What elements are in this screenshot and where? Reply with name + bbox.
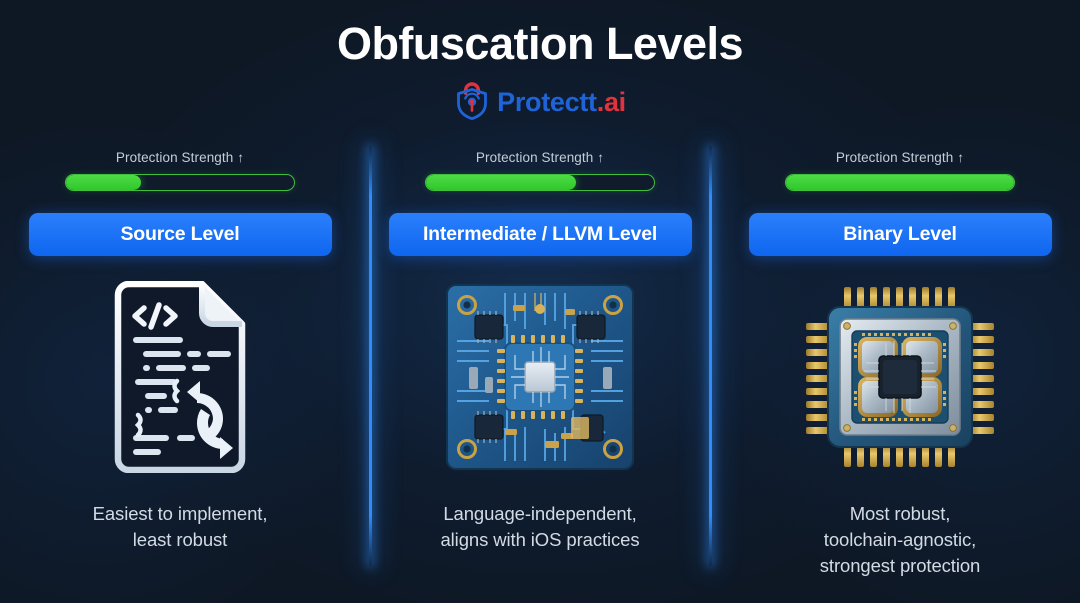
illustration-intermediate xyxy=(445,283,635,475)
caption-line: Easiest to implement, xyxy=(92,503,268,524)
brand-logo: Protectt.ai xyxy=(0,80,1080,125)
level-button-source[interactable]: Source Level xyxy=(28,213,332,256)
caption-binary: Most robust, toolchain-agnostic, stronge… xyxy=(819,501,981,579)
protectt-shield-lock-icon xyxy=(454,80,490,125)
strength-label: Protection Strength ↑ xyxy=(115,150,245,165)
brand-name-suffix: .ai xyxy=(596,87,626,118)
strength-label: Protection Strength ↑ xyxy=(835,150,965,165)
caption-line: toolchain-agnostic, xyxy=(823,528,977,550)
level-column-binary: Protection Strength ↑ Binary Level xyxy=(720,150,1080,590)
caption-source: Easiest to implement, least robust xyxy=(93,501,268,553)
level-column-intermediate: Protection Strength ↑ Intermediate / LLV… xyxy=(360,150,720,590)
illustration-source xyxy=(105,280,255,478)
caption-line: strongest protection xyxy=(819,554,981,576)
caption-line: Language-independent, xyxy=(443,503,637,524)
caption-intermediate: Language-independent, aligns with iOS pr… xyxy=(440,501,639,553)
caption-line: aligns with iOS practices xyxy=(440,528,640,550)
brand-name: Protectt.ai xyxy=(497,87,626,118)
strength-bar-fill xyxy=(66,175,142,190)
caption-line: Most robust, xyxy=(849,503,951,524)
cpu-chip-icon xyxy=(800,281,1000,478)
source-code-document-icon xyxy=(105,280,255,478)
column-divider-1 xyxy=(369,146,372,566)
strength-label: Protection Strength ↑ xyxy=(475,150,605,165)
level-column-source: Protection Strength ↑ Source Level xyxy=(0,150,360,590)
strength-bar xyxy=(65,174,295,191)
page-title: Obfuscation Levels xyxy=(336,18,744,69)
levels-columns: Protection Strength ↑ Source Level xyxy=(0,150,1080,590)
circuit-board-icon xyxy=(445,281,635,478)
illustration-binary xyxy=(800,283,1000,475)
brand-name-primary: Protectt xyxy=(497,87,597,118)
column-divider-2 xyxy=(709,146,712,566)
level-button-binary[interactable]: Binary Level xyxy=(748,213,1052,256)
header: Obfuscation Levels Protectt.ai xyxy=(0,0,1080,125)
caption-line: least robust xyxy=(132,528,228,550)
level-button-intermediate[interactable]: Intermediate / LLVM Level xyxy=(388,213,692,256)
strength-bar xyxy=(785,174,1015,191)
strength-bar xyxy=(425,174,655,191)
strength-bar-fill xyxy=(426,175,577,190)
strength-bar-fill xyxy=(786,175,1014,190)
